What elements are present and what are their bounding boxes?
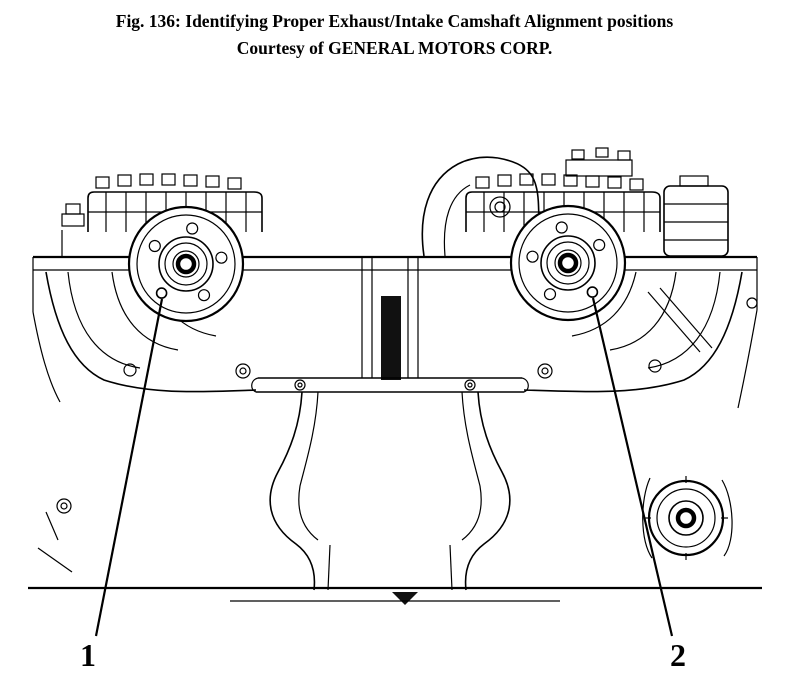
callouts: 1 2: [80, 297, 686, 673]
figure-caption: Fig. 136: Identifying Proper Exhaust/Int…: [0, 8, 789, 62]
callout-label-2: 2: [670, 637, 686, 673]
camshaft-sprocket-left: [127, 205, 245, 323]
exhaust-manifold: [45, 258, 743, 393]
alignment-hole-left: [155, 287, 168, 299]
alignment-hole-right: [586, 286, 599, 298]
mounting-boss: [642, 476, 733, 560]
figure-courtesy: Courtesy of GENERAL MOTORS CORP.: [236, 38, 553, 59]
center-slot: [381, 296, 401, 380]
exhaust-collector: [269, 391, 511, 605]
leader-line-2: [591, 297, 674, 637]
collector-spout: [392, 592, 418, 605]
figure-title: Fig. 136: Identifying Proper Exhaust/Int…: [115, 11, 674, 31]
callout-label-1: 1: [80, 637, 96, 673]
block-bottom-lines: [28, 498, 762, 602]
camshaft-sprocket-right: [509, 204, 627, 322]
leader-line-1: [94, 298, 164, 637]
